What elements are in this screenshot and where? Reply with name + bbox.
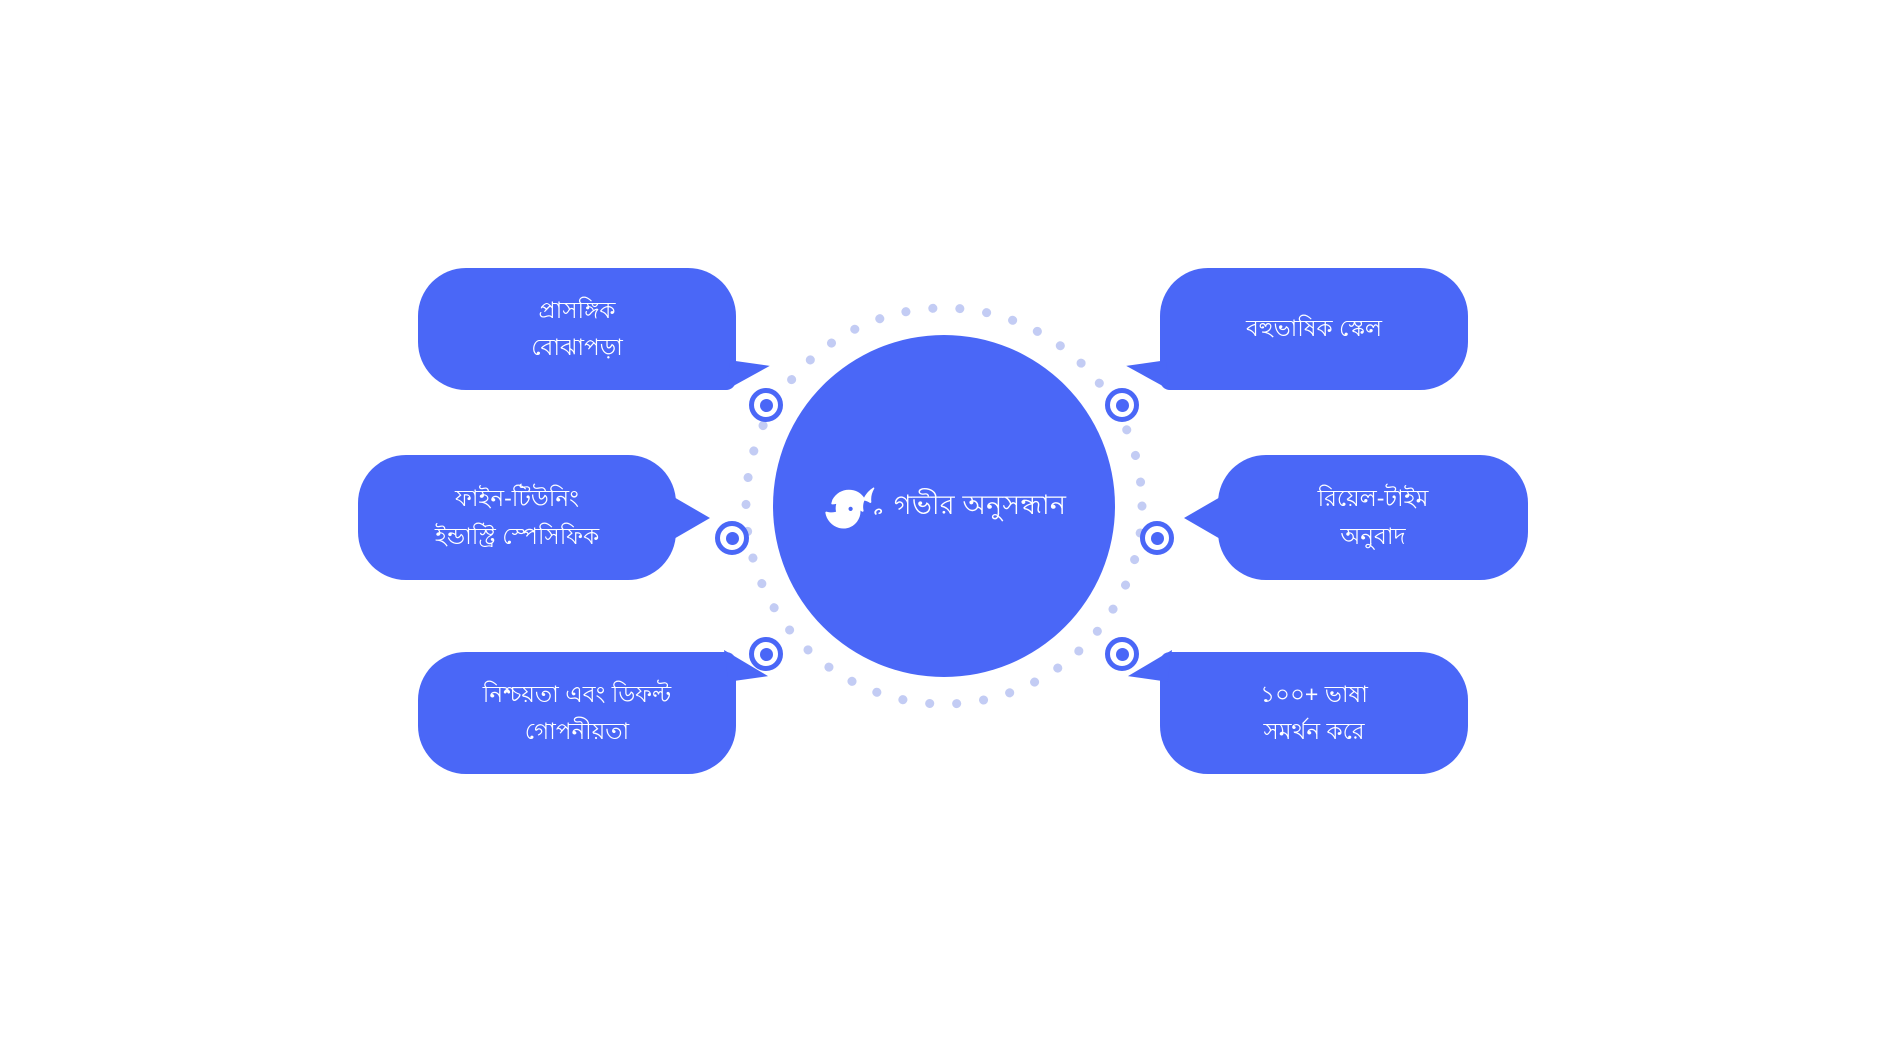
feature-bubble-top-left[interactable]: প্রাসঙ্গিক বোঝাপড়া (418, 268, 770, 396)
connector-node-top-left[interactable] (749, 388, 783, 422)
bubble-line-1: রিয়েল-টাইম (1317, 485, 1429, 512)
connector-node-top-right[interactable] (1105, 388, 1139, 422)
feature-bubble-middle-left[interactable]: ফাইন-টিউনিং ইন্ডাস্ট্রি স্পেসিফিক (358, 455, 710, 580)
bubble-line-2: অনুবাদ (1340, 522, 1406, 549)
feature-bubble-top-right[interactable]: বহুভাষিক স্কেল (1126, 268, 1468, 396)
connector-node-bottom-left[interactable] (749, 637, 783, 671)
center-hub[interactable]: গভীর অনুসন্ধান (773, 335, 1115, 677)
page-title: গভীর অনুসন্ধান (893, 490, 1067, 521)
bubble-line-2: গোপনীয়তা (524, 718, 630, 744)
bubble-tail-icon (672, 495, 710, 540)
feature-bubble-middle-right[interactable]: রিয়েল-টাইম অনুবাদ (1184, 455, 1528, 580)
bubble-line-2: ইন্ডাস্ট্রি স্পেসিফিক (434, 522, 600, 549)
bubble-tail-icon (1184, 495, 1222, 540)
bubble-line-2: সমর্থন করে (1263, 718, 1365, 744)
bubble-line-1: বহুভাষিক স্কেল (1245, 315, 1383, 342)
feature-bubble-bottom-left[interactable]: নিশ্চয়তা এবং ডিফল্ট গোপনীয়তা (418, 644, 769, 774)
bubble-line-1: ফাইন-টিউনিং (454, 485, 580, 512)
bubble-tail-icon (1126, 360, 1170, 396)
connector-node-middle-right[interactable] (1140, 521, 1174, 555)
bubble-line-1: নিশ্চয়তা এবং ডিফল্ট (482, 680, 672, 707)
bubble-line-1: প্রাসঙ্গিক (538, 296, 616, 323)
connector-node-bottom-right[interactable] (1105, 637, 1139, 671)
whale-logo-icon (825, 487, 882, 529)
connector-node-middle-left[interactable] (715, 521, 749, 555)
bubble-line-2: বোঝাপড়া (531, 334, 623, 360)
bubble-line-1: ১০০+ ভাষা (1260, 680, 1368, 707)
feature-bubble-bottom-right[interactable]: ১০০+ ভাষা সমর্থন করে (1127, 644, 1468, 774)
